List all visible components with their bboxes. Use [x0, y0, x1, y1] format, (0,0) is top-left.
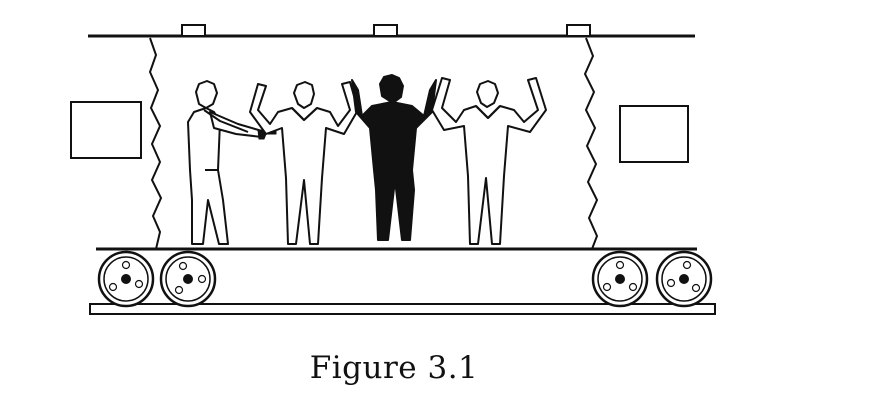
train-chassis — [89, 247, 716, 315]
wheel-1 — [97, 250, 155, 308]
wheel-2 — [159, 250, 217, 308]
figure-caption: Figure 3.1 — [309, 350, 479, 386]
roof-vent — [566, 24, 591, 37]
wheel-4 — [655, 250, 713, 308]
cutaway-edges — [148, 37, 599, 250]
train-windows — [70, 101, 689, 163]
hostage-figure-3 — [431, 77, 547, 245]
track-rail — [89, 303, 716, 315]
roof-vent — [181, 24, 206, 37]
roof-vent — [373, 24, 398, 37]
roof-vents — [181, 24, 591, 37]
wheel-3 — [591, 250, 649, 308]
wheels — [97, 250, 713, 308]
hostage-figure-1 — [249, 81, 359, 245]
window-left — [70, 101, 142, 159]
window-right — [619, 105, 689, 163]
hostage-figure-2 — [351, 74, 437, 241]
robber-figure — [187, 80, 277, 245]
cutaway-edge-right — [583, 37, 599, 250]
cutaway-edge-left — [148, 37, 163, 250]
